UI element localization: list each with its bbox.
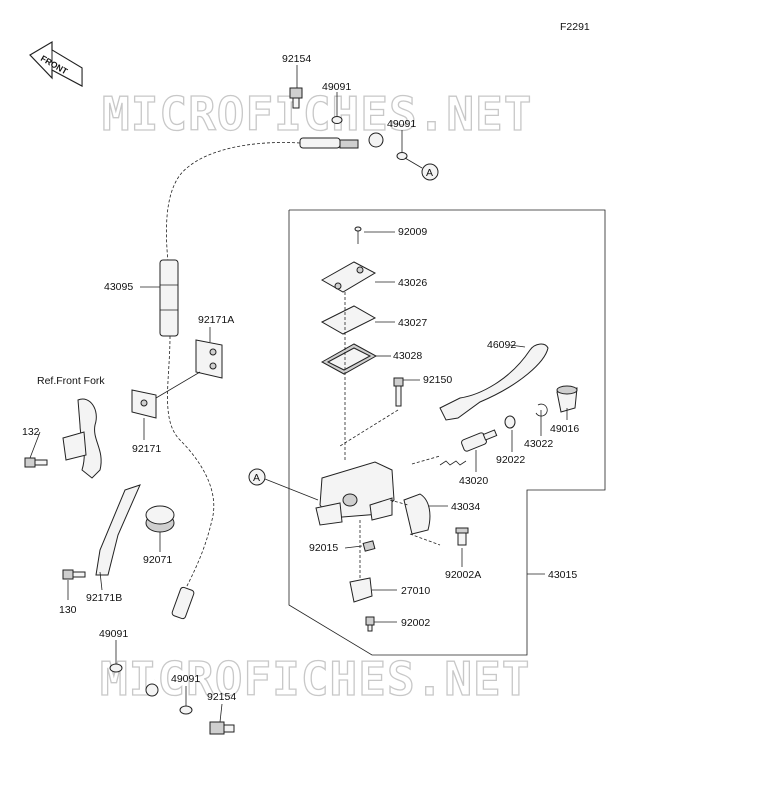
banjo-bolt-bottom xyxy=(209,721,235,735)
body-43015 xyxy=(315,461,395,526)
callout-a-top xyxy=(421,163,439,181)
holder-92171b xyxy=(95,484,141,576)
label-130: 130 xyxy=(59,604,77,616)
callout-a-top-label: A xyxy=(426,167,433,179)
label-92150: 92150 xyxy=(423,374,452,386)
label-43022: 43022 xyxy=(524,438,553,450)
clamp-92171 xyxy=(131,389,157,419)
label-92154-bottom: 92154 xyxy=(207,691,236,703)
screw-92009 xyxy=(354,226,362,244)
label-49091-top-2: 49091 xyxy=(387,118,416,130)
pivot-bolt-92150 xyxy=(393,377,404,407)
label-46092: 46092 xyxy=(487,339,516,351)
boot-49016 xyxy=(556,385,578,413)
clamp-43034 xyxy=(403,493,431,535)
label-92022: 92022 xyxy=(496,454,525,466)
label-92002a: 92002A xyxy=(445,569,481,581)
assembly-frame xyxy=(288,209,606,656)
front-arrow-icon: FRONT xyxy=(29,40,83,87)
washer-bottom-1 xyxy=(109,663,123,673)
label-92154-top: 92154 xyxy=(282,53,311,65)
watermark-top: MICROFICHES.NET xyxy=(102,87,532,141)
washer-top-1 xyxy=(331,116,343,124)
label-43026: 43026 xyxy=(398,277,427,289)
piston-43020 xyxy=(439,429,498,466)
label-43028: 43028 xyxy=(393,350,422,362)
grommet-92071 xyxy=(145,505,175,533)
label-27010: 27010 xyxy=(401,585,430,597)
screw-92002 xyxy=(365,616,375,632)
label-92009: 92009 xyxy=(398,226,427,238)
label-92171a: 92171A xyxy=(198,314,234,326)
circlip-43022 xyxy=(535,403,548,417)
label-43095: 43095 xyxy=(104,281,133,293)
watermark-bottom: MICROFICHES.NET xyxy=(100,652,530,706)
washer-bottom-2 xyxy=(179,705,193,715)
label-49016: 49016 xyxy=(550,423,579,435)
label-43027: 43027 xyxy=(398,317,427,329)
bolt-130 xyxy=(62,569,86,580)
diaphragm-43028 xyxy=(320,343,378,375)
bracket-lower xyxy=(62,431,87,461)
label-49091-bottom-2: 49091 xyxy=(171,673,200,685)
bolt-92002a xyxy=(455,527,469,546)
bolt-132 xyxy=(24,457,48,468)
brake-hose xyxy=(145,132,384,697)
label-92002: 92002 xyxy=(401,617,430,629)
washer-92022 xyxy=(504,415,516,429)
leader-lines xyxy=(29,65,568,723)
label-43020: 43020 xyxy=(459,475,488,487)
callout-a-body-label: A xyxy=(253,472,260,484)
figure-code: F2291 xyxy=(560,21,590,33)
washer-top-2 xyxy=(396,152,408,160)
label-49091-top-1: 49091 xyxy=(322,81,351,93)
label-92171: 92171 xyxy=(132,443,161,455)
clamp-92171a xyxy=(195,339,223,379)
switch-27010 xyxy=(349,577,373,603)
banjo-bolt-top xyxy=(289,87,303,109)
callout-a-body xyxy=(248,468,266,486)
label-92071: 92071 xyxy=(143,554,172,566)
plate-43027 xyxy=(320,305,377,335)
label-43015: 43015 xyxy=(548,569,577,581)
cap-43026 xyxy=(320,261,377,293)
ref-front-fork: Ref.Front Fork xyxy=(37,375,105,387)
label-132: 132 xyxy=(22,426,40,438)
label-49091-bottom-1: 49091 xyxy=(99,628,128,640)
label-43034: 43034 xyxy=(451,501,480,513)
label-92015: 92015 xyxy=(309,542,338,554)
nut-92015 xyxy=(362,540,376,552)
lever-46092 xyxy=(439,343,549,421)
label-92171b: 92171B xyxy=(86,592,122,604)
